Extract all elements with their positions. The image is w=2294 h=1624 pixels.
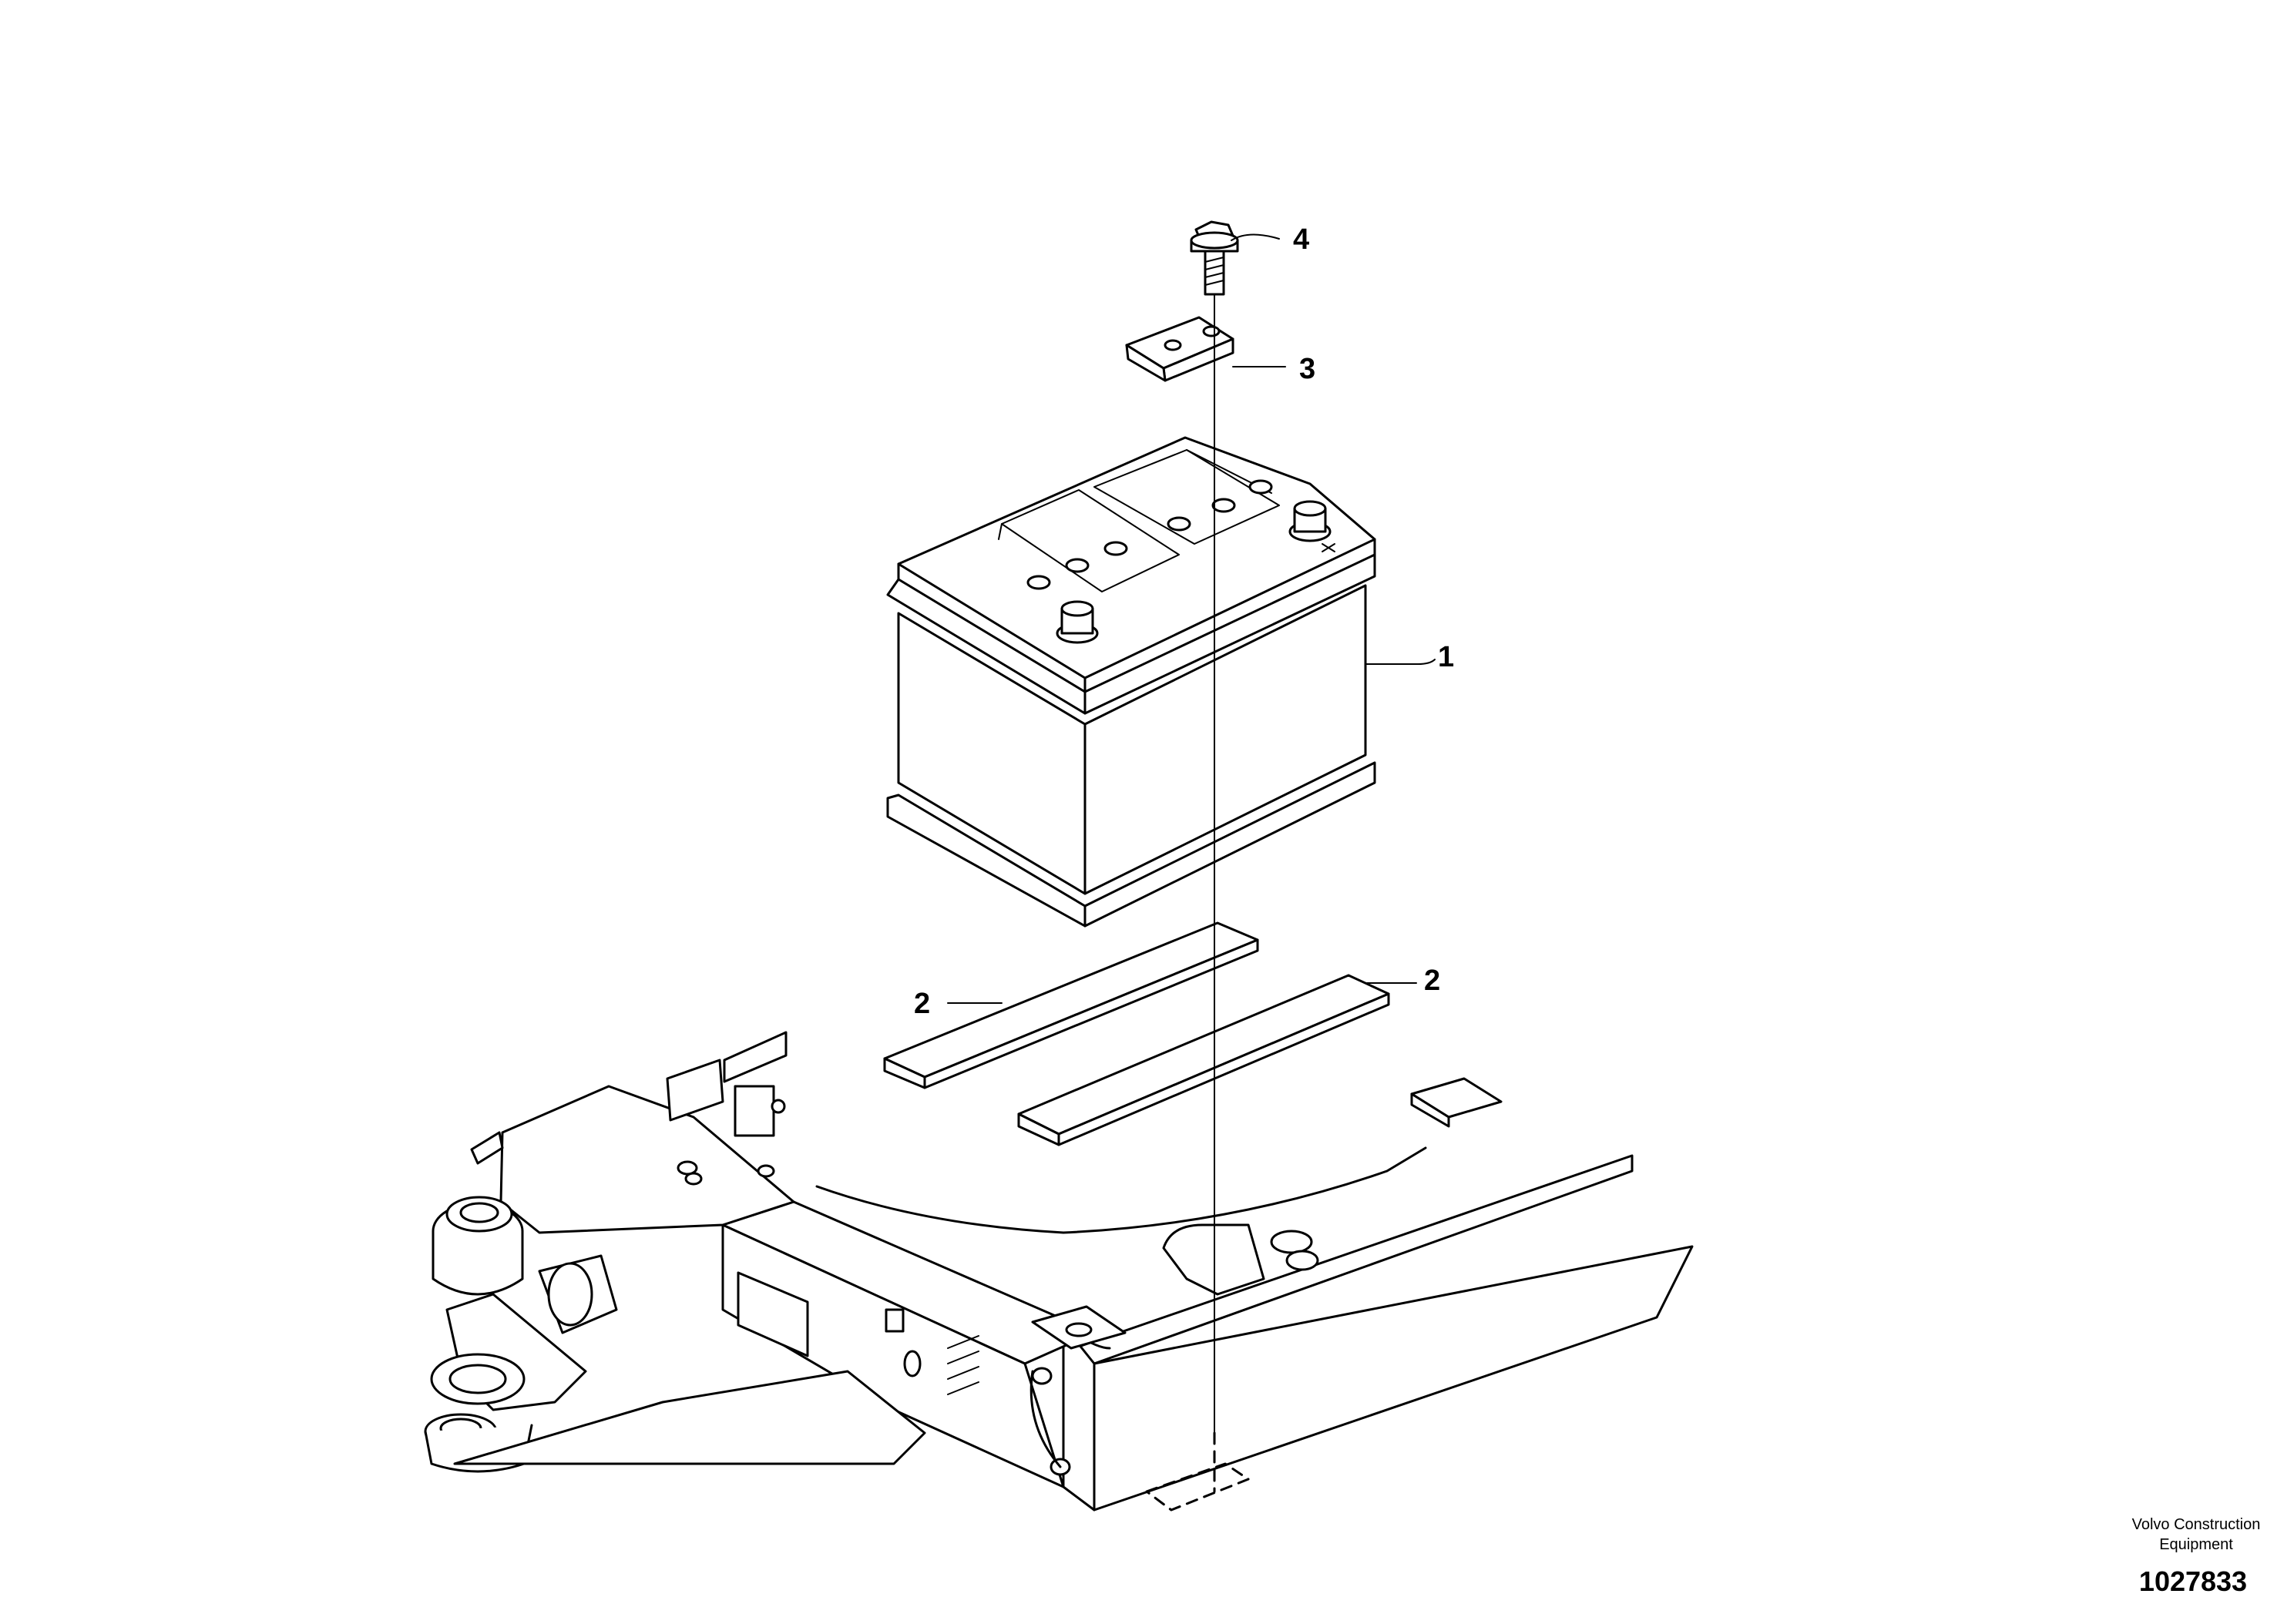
callout-2-right: 2	[1424, 965, 1441, 997]
credit-line-2: Equipment	[2159, 1536, 2233, 1553]
battery-pad-right	[1017, 974, 1390, 1146]
battery-pad-left	[883, 921, 1259, 1089]
callout-1: 1	[1438, 641, 1455, 673]
credit-line-1: Volvo Construction	[2131, 1516, 2261, 1533]
callout-4: 4	[1293, 223, 1310, 256]
hold-down-clamp	[1125, 316, 1234, 382]
callout-3: 3	[1299, 353, 1316, 385]
callout-2-left: 2	[914, 988, 931, 1020]
leader-lines	[947, 233, 1436, 1004]
drawing-number: 1027833	[2138, 1565, 2248, 1597]
manufacturer-credit: Volvo Construction Equipment	[2096, 1515, 2294, 1555]
flange-bolt	[1190, 220, 1239, 296]
battery-tray-frame	[424, 1031, 1694, 1512]
battery	[886, 436, 1376, 928]
